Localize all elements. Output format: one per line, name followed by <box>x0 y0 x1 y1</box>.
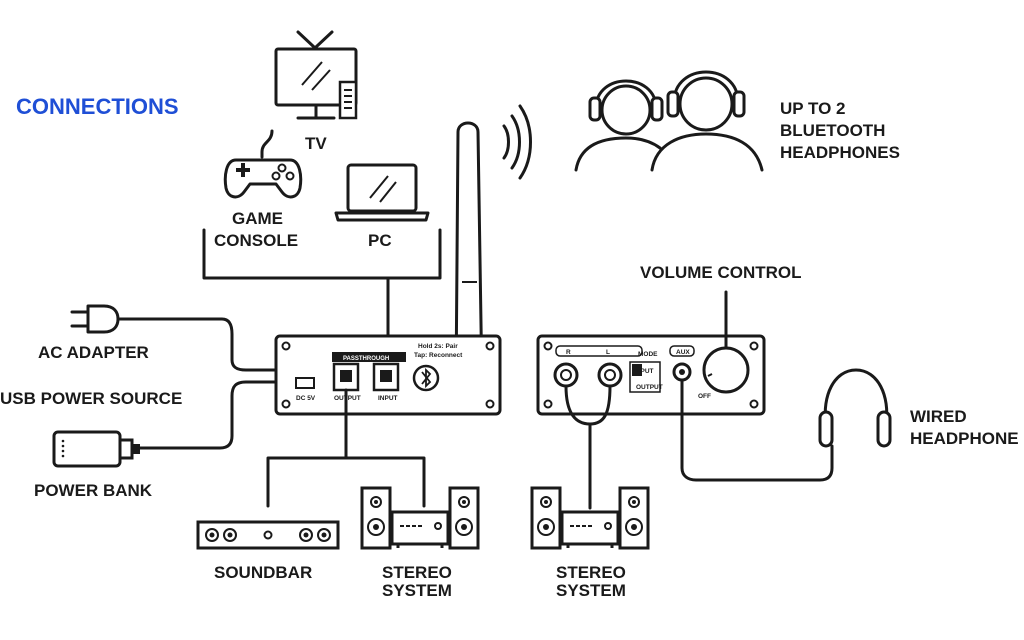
dc-label: DC 5V <box>296 395 316 402</box>
usb-power-label: USB POWER SOURCE <box>0 389 182 408</box>
left-channel-label: L <box>606 349 610 356</box>
pc-label: PC <box>368 231 392 250</box>
stereo-system-2-label-line1: STEREO <box>556 563 626 582</box>
mode-input-label: INPUT <box>634 368 654 375</box>
ac-plug-icon <box>70 304 120 334</box>
bt-headphones-label-line3: HEADPHONES <box>780 143 900 162</box>
volume-knob[interactable] <box>702 346 750 394</box>
page-title: CONNECTIONS <box>16 94 179 119</box>
hold-label: Hold 2s: Pair <box>418 343 458 350</box>
game-console-label-line1: GAME <box>232 209 283 228</box>
wired-headphone-label-line2: HEADPHONE <box>910 429 1019 448</box>
bluetooth-icon <box>421 367 432 389</box>
bt-headphones-label-line2: BLUETOOTH <box>780 121 885 140</box>
dc-port <box>295 377 315 389</box>
power-bank-label: POWER BANK <box>34 481 153 500</box>
wired-headphone-label-line1: WIRED <box>910 407 967 426</box>
signal-waves-icon <box>502 104 532 180</box>
ac-adapter-label: AC ADAPTER <box>38 343 149 362</box>
mode-output-label: OUTPUT <box>636 384 663 391</box>
stereo-system-icon-1 <box>360 486 480 550</box>
bluetooth-users-icon <box>574 70 764 172</box>
transmitter-box: DC 5V PASSTHROUGH OUTPUT INPUT Hold 2s: … <box>274 334 502 416</box>
input-label: INPUT <box>378 395 398 402</box>
stereo-system-2-label-line2: SYSTEM <box>556 581 626 600</box>
aux-cable <box>680 378 834 482</box>
volume-control-label: VOLUME CONTROL <box>640 263 802 282</box>
ac-cable <box>116 317 298 372</box>
mode-label: MODE <box>638 351 658 358</box>
game-console-label-line2: CONSOLE <box>214 231 298 250</box>
power-bank-cable <box>138 380 298 450</box>
volume-off-label: OFF <box>698 393 711 400</box>
wired-headphones-icon <box>818 368 892 448</box>
game-controller-icon <box>223 129 303 199</box>
receiver-box: R L MODE AUX INPUT OUTPUT OFF <box>536 334 766 416</box>
tv-label: TV <box>305 134 327 153</box>
tap-label: Tap: Reconnect <box>414 352 463 359</box>
soundbar-icon <box>196 520 340 550</box>
stereo-system-icon-2 <box>530 486 650 550</box>
right-channel-label: R <box>566 349 571 356</box>
stereo-system-1-label-line1: STEREO <box>382 563 452 582</box>
power-bank-icon <box>52 430 140 468</box>
passthrough-label: PASSTHROUGH <box>343 356 389 362</box>
bluetooth-button[interactable] <box>412 364 440 392</box>
output-bracket <box>266 456 426 508</box>
stereo-system-1-label-line2: SYSTEM <box>382 581 452 600</box>
bt-headphones-label-line1: UP TO 2 <box>780 99 846 118</box>
tv-icon <box>274 30 358 120</box>
aux-label: AUX <box>676 349 690 356</box>
soundbar-label: SOUNDBAR <box>214 563 312 582</box>
optical-input-port <box>372 362 400 392</box>
laptop-icon <box>334 163 430 222</box>
sources-bracket <box>202 228 442 280</box>
